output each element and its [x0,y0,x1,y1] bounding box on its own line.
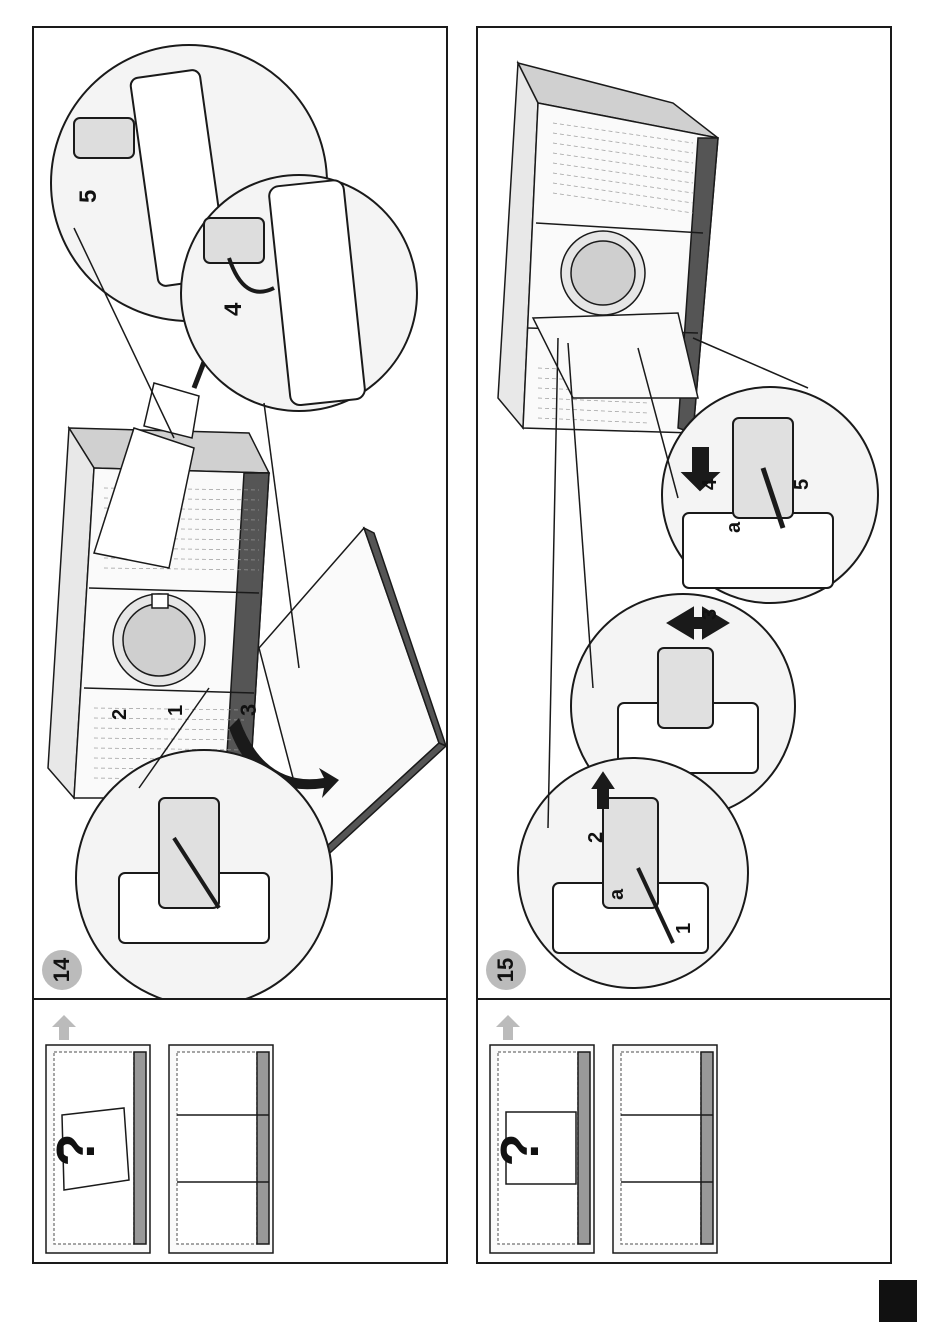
hint-panel-15: ? [476,998,892,1264]
step-14-panel: 14 5 4 3 2 1 [32,26,448,1000]
label-1: 1 [673,923,695,934]
up-arrow-icon [52,1015,76,1040]
label-3: 3 [699,609,721,620]
label-4: 4 [699,478,721,490]
zoom-circle-bottom [76,750,332,998]
step-number: 15 [493,958,518,982]
up-arrow-icon [496,1015,520,1040]
label-2: 2 [109,709,131,720]
hint-illustration-14: ? [34,1000,446,1262]
step-14-illustration: 14 5 4 3 2 1 [34,28,446,998]
label-2: 2 [585,832,607,843]
cabinet-correct-diagram [613,1045,717,1253]
question-mark: ? [490,1134,550,1167]
zoom-circle-4 [181,175,417,411]
label-a: a [723,521,745,533]
step-15-illustration: 15 4 5 a 3 2 a 1 [478,28,890,998]
label-4: 4 [220,302,247,316]
step-15-panel: 15 4 5 a 3 2 a 1 [476,26,892,1000]
hint-panel-14: ? [32,998,448,1264]
hint-illustration-15: ? [478,1000,890,1262]
label-5: 5 [75,190,102,203]
label-3: 3 [236,704,261,716]
label-5: 5 [791,479,813,490]
zoom-circle-top [662,387,878,603]
label-a: a [606,888,628,900]
drum-door [113,594,205,686]
question-mark: ? [46,1134,106,1167]
drum-door [561,231,645,315]
cabinet-correct-diagram [169,1045,273,1253]
label-1: 1 [165,705,187,716]
zoom-circle-bottom [518,758,748,988]
page-edge-tab [879,1280,917,1322]
step-number: 14 [49,957,74,982]
